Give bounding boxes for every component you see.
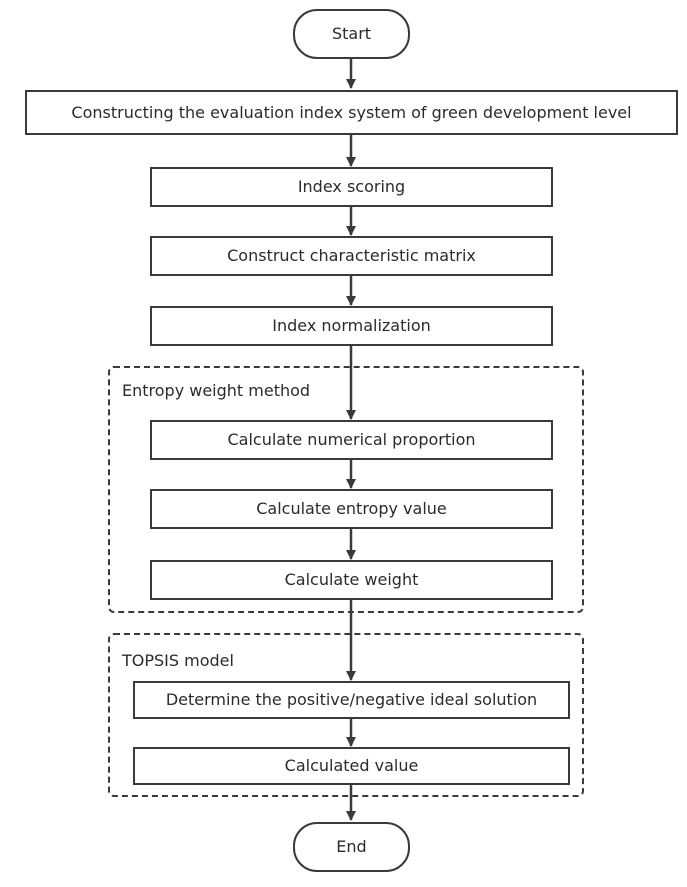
entropy-weight-method-group: [108, 366, 584, 613]
calculated-value-step: Calculated value: [133, 747, 570, 785]
calculate-weight-step: Calculate weight: [150, 560, 553, 600]
construct-characteristic-matrix-step: Construct characteristic matrix: [150, 236, 553, 276]
entropy-weight-method-label: Entropy weight method: [122, 381, 311, 400]
start-node: Start: [293, 9, 410, 59]
end-node: End: [293, 822, 410, 872]
constructing-index-system-step: Constructing the evaluation index system…: [25, 90, 678, 135]
calculate-numerical-proportion-step: Calculate numerical proportion: [150, 420, 553, 460]
topsis-model-group: [108, 633, 584, 797]
determine-ideal-solution-step: Determine the positive/negative ideal so…: [133, 681, 570, 719]
index-normalization-step: Index normalization: [150, 306, 553, 346]
topsis-model-label: TOPSIS model: [122, 651, 234, 670]
index-scoring-step: Index scoring: [150, 167, 553, 207]
calculate-entropy-value-step: Calculate entropy value: [150, 489, 553, 529]
